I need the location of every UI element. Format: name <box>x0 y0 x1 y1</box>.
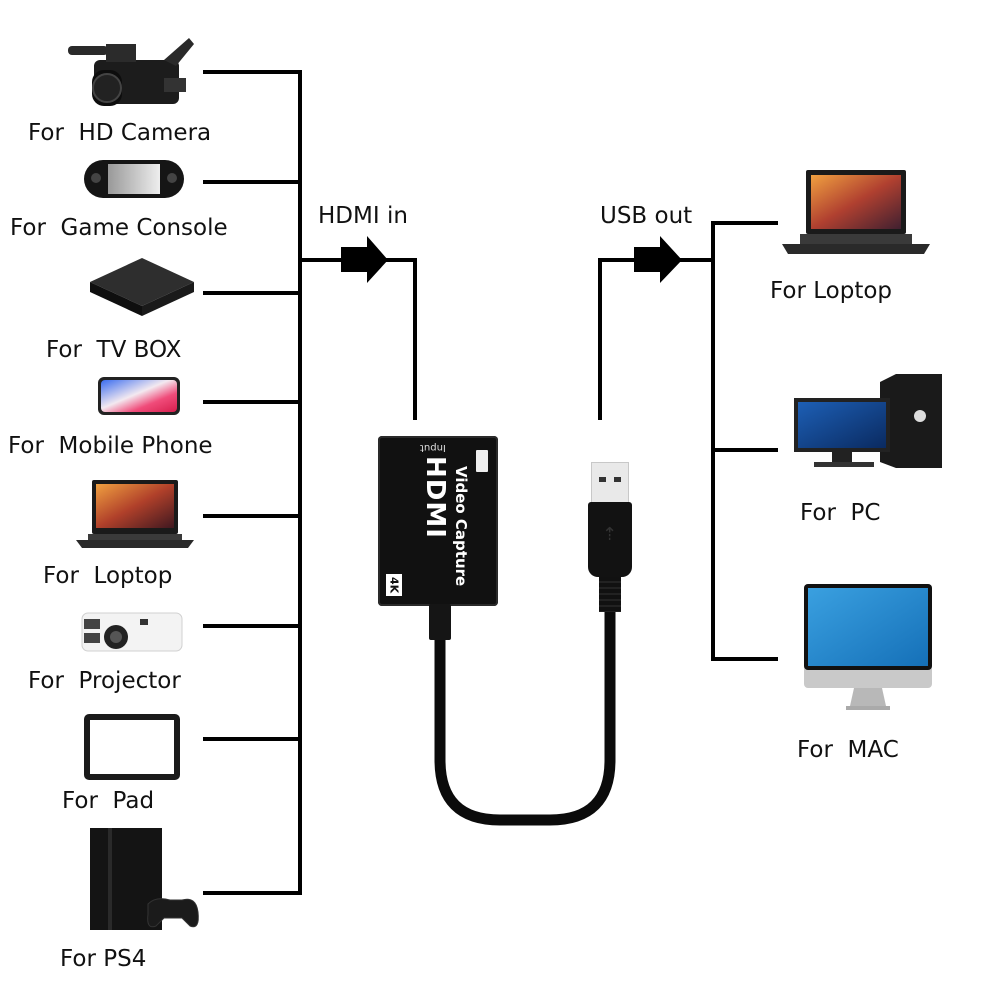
device-brand-text: HDMI <box>420 456 450 539</box>
usb-plug-metal <box>591 462 629 504</box>
tv-box-icon <box>90 258 194 316</box>
usb-symbol-icon: ⇡ <box>602 524 618 545</box>
usb-out-arrow-icon <box>634 236 682 283</box>
usb-cable <box>434 604 616 826</box>
source-label: For Pad <box>62 788 155 814</box>
source-label: For Game Console <box>10 215 228 241</box>
capture-device: Input HDMI Video Capture 4K <box>378 436 498 606</box>
resolution-badge: 4K <box>386 574 402 596</box>
source-label: For Projector <box>28 668 181 694</box>
imac-icon <box>804 584 932 710</box>
usb-plug: ⇡ <box>588 462 632 612</box>
usb-out-label: USB out <box>600 203 693 229</box>
hdmi-in-arrow-icon <box>341 236 388 283</box>
usb-out-line <box>598 258 713 420</box>
target-label: For MAC <box>797 737 899 763</box>
laptop-icon <box>76 480 194 548</box>
device-product-text: Video Capture <box>452 466 470 587</box>
desktop-pc-icon <box>794 374 942 468</box>
hdmi-in-label: HDMI in <box>318 203 408 229</box>
source-label: For HD Camera <box>28 120 212 146</box>
handheld-console-icon <box>84 160 184 198</box>
target-label: For Loptop <box>770 278 893 304</box>
game-console-icon <box>90 828 199 930</box>
source-label: For PS4 <box>60 946 147 972</box>
usb-plug-body: ⇡ <box>588 502 632 577</box>
laptop-icon <box>782 170 930 254</box>
device-port-label: Input <box>420 442 446 453</box>
tablet-icon <box>84 714 180 780</box>
hdcp-badge <box>476 450 488 472</box>
source-label: For TV BOX <box>46 337 182 363</box>
hdmi-in-line <box>300 258 417 420</box>
cable-strain-relief <box>429 604 451 640</box>
target-label: For PC <box>800 500 881 526</box>
projector-icon <box>81 612 183 652</box>
mobile-phone-icon <box>98 377 180 415</box>
usb-plug-neck <box>599 577 621 612</box>
camcorder-icon <box>68 38 194 106</box>
source-label: For Mobile Phone <box>8 433 213 459</box>
source-label: For Loptop <box>43 563 173 589</box>
